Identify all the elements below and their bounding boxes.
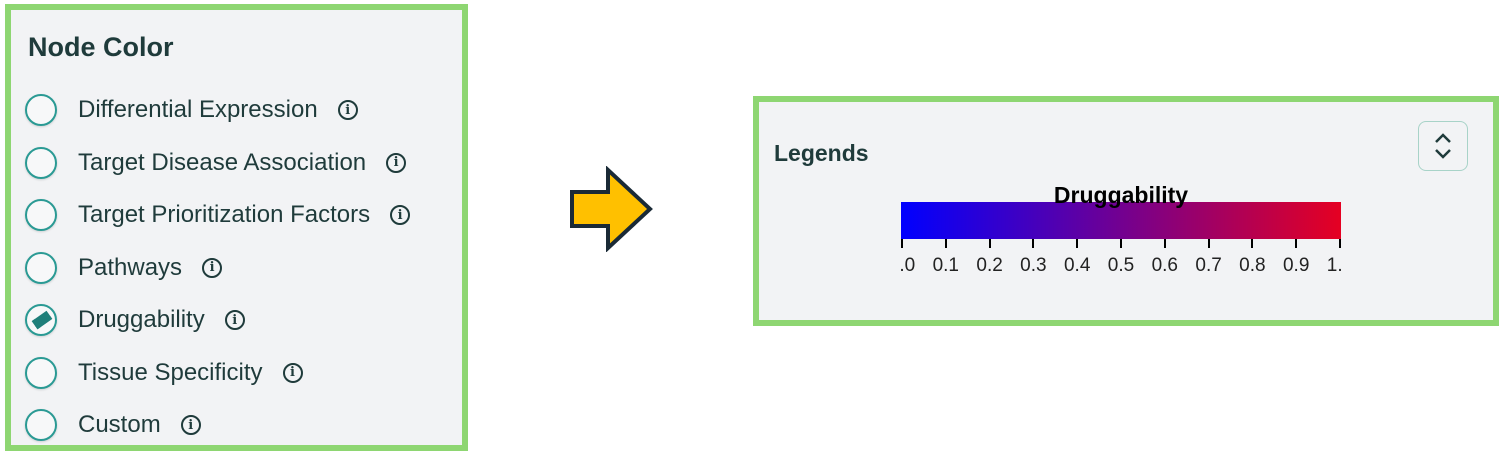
colorbar-tick [1295, 239, 1298, 248]
colorbar-tick [944, 239, 947, 248]
radio-button[interactable] [25, 146, 57, 179]
colorbar-tick [901, 239, 903, 248]
info-icon[interactable]: i [202, 257, 223, 278]
colorbar-tick [1032, 239, 1035, 248]
node-color-option[interactable]: Target Disease Association i [25, 143, 407, 183]
colorbar-tick [1163, 239, 1166, 248]
radio-button[interactable] [25, 94, 57, 126]
node-color-option[interactable]: Tissue Specificity i [25, 353, 303, 393]
option-label: Tissue Specificity [78, 358, 263, 386]
option-label: Target Disease Association [78, 148, 367, 176]
colorbar-tick [1076, 239, 1079, 248]
colorbar-axis: 0.0 0.1 0.2 0.3 0.4 0.5 0.6 0.7 0.8 0.9 1.0 [901, 239, 1341, 279]
radio-button[interactable] [25, 251, 57, 284]
info-icon[interactable]: i [390, 205, 411, 225]
option-label: Pathways [78, 253, 183, 281]
legends-toggle-button[interactable] [1418, 121, 1468, 171]
colorbar-tick-label: 0.4 [1063, 255, 1091, 276]
colorbar-tick [1120, 239, 1122, 248]
colorbar-tick-label: 0.2 [976, 255, 1003, 276]
info-icon[interactable]: i [180, 415, 201, 435]
colorbar-tick [1339, 239, 1341, 248]
colorbar-tick-label: 0.7 [1195, 255, 1222, 276]
colorbar-tick-label: 0.0 [901, 255, 916, 276]
colorbar-tick [1207, 239, 1210, 248]
colorbar-tick-label: 0.5 [1107, 255, 1135, 276]
option-label: Target Prioritization Factors [78, 201, 371, 228]
colorbar-tick-label: 0.8 [1239, 255, 1266, 276]
colorbar-tick [1251, 239, 1254, 248]
colorbar-tick-label: 0.3 [1020, 255, 1047, 276]
info-icon[interactable]: i [282, 362, 303, 383]
option-label: Custom [78, 411, 161, 438]
legends-panel: Legends Druggability 0.00.10.20.30.40.50… [753, 96, 1499, 326]
colorbar-tick-label: 0.1 [932, 255, 960, 276]
info-icon[interactable]: i [337, 100, 358, 120]
colorbar-gradient [901, 202, 1341, 239]
node-color-option[interactable]: Target Prioritization Factors i [25, 195, 411, 235]
radio-button[interactable] [25, 409, 57, 441]
node-color-option[interactable]: Druggability i [25, 300, 245, 340]
info-icon[interactable]: i [386, 152, 407, 173]
node-color-option[interactable]: Differential Expression i [25, 90, 358, 130]
radio-button[interactable] [25, 304, 57, 336]
right-arrow-icon [570, 166, 653, 252]
node-color-option[interactable]: Pathways i [25, 248, 223, 288]
option-label: Differential Expression [78, 96, 318, 123]
colorbar-title: Druggability [1053, 182, 1189, 208]
chevron-up-down-icon [1435, 133, 1451, 159]
colorbar-tick-label: 0.9 [1282, 255, 1310, 276]
legends-title: Legends [774, 140, 869, 166]
colorbar-tick-label: 1.0 [1326, 255, 1341, 276]
node-color-title: Node Color [28, 32, 174, 62]
info-icon[interactable]: i [224, 310, 245, 330]
radio-button[interactable] [25, 356, 57, 389]
colorbar-tick [988, 239, 991, 248]
colorbar-tick-label: 0.6 [1151, 255, 1179, 276]
option-label: Druggability [78, 306, 205, 333]
radio-button[interactable] [25, 199, 57, 231]
